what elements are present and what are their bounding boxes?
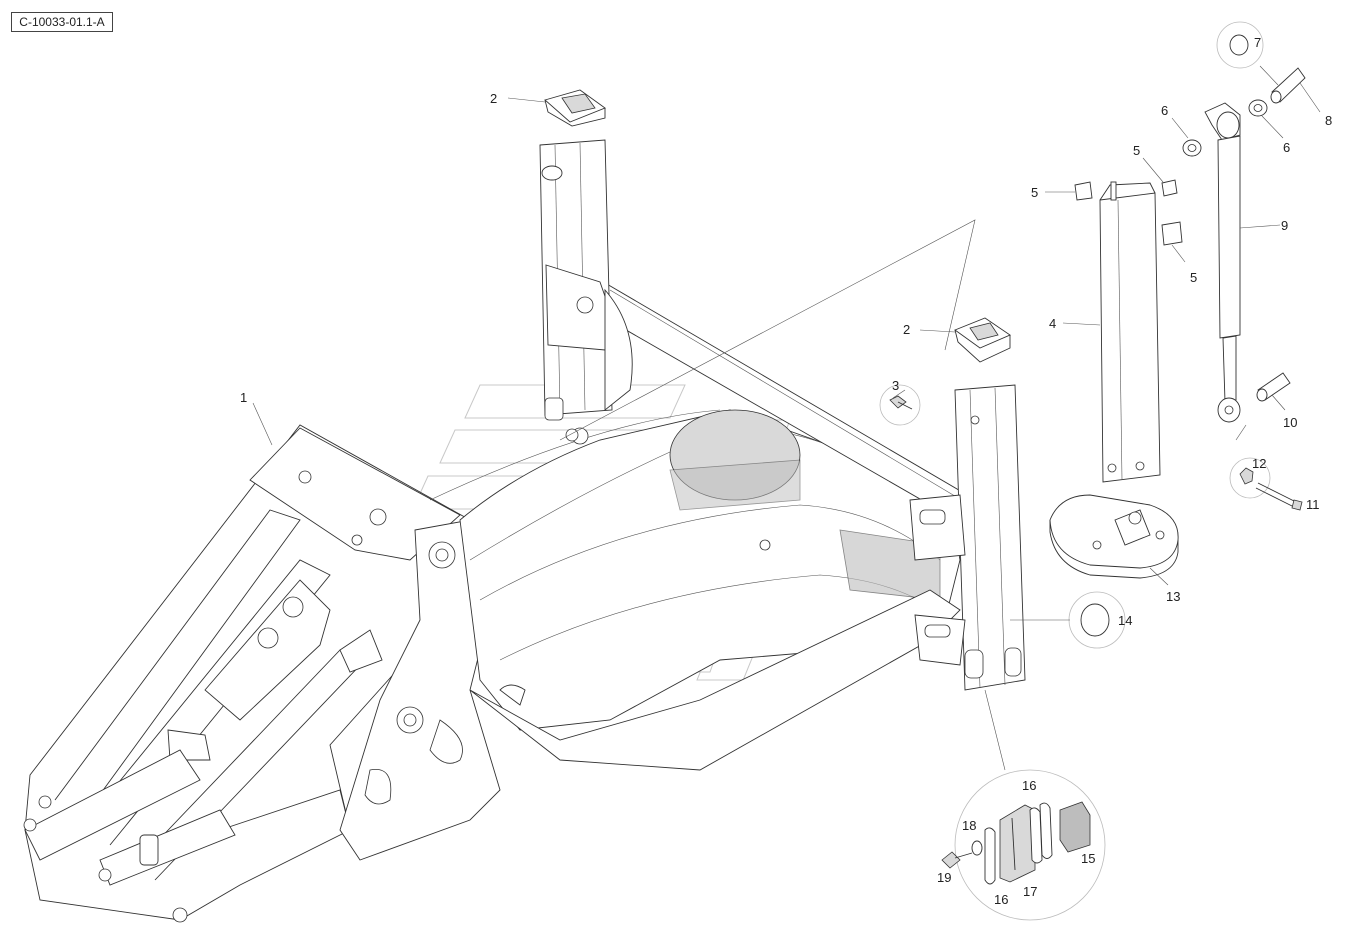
callout-6-b: 6 [1283, 140, 1290, 155]
base-plate-13 [1049, 494, 1179, 579]
callout-9: 9 [1281, 218, 1288, 233]
callout-14: 14 [1118, 613, 1132, 628]
callout-5-b: 5 [1133, 143, 1140, 158]
callout-13: 13 [1166, 589, 1180, 604]
callout-18: 18 [962, 818, 976, 833]
callout-10: 10 [1283, 415, 1297, 430]
callout-15: 15 [1081, 851, 1095, 866]
callout-16-top: 16 [1022, 778, 1036, 793]
leader-lines [252, 65, 1321, 771]
callout-19: 19 [937, 870, 951, 885]
callout-1: 1 [240, 390, 247, 405]
detail-view [941, 769, 1106, 921]
gas-strut-9 [1204, 102, 1241, 423]
callout-7: 7 [1254, 35, 1261, 50]
callout-5-c: 5 [1190, 270, 1197, 285]
callout-5-a: 5 [1031, 185, 1038, 200]
left-post [539, 139, 976, 442]
callout-16-bottom: 16 [994, 892, 1008, 907]
callout-2-left: 2 [490, 91, 497, 106]
callout-11: 11 [1306, 497, 1320, 512]
bolt-nut-11-12 [1229, 457, 1303, 511]
callout-4: 4 [1049, 316, 1056, 331]
callout-17: 17 [1023, 884, 1037, 899]
main-frame [23, 279, 1011, 923]
callout-3: 3 [892, 378, 899, 393]
cap-left [544, 89, 606, 127]
cap-right [954, 317, 1011, 363]
right-post [909, 384, 1026, 691]
bolt-3 [879, 384, 921, 426]
pads-5 [1074, 179, 1183, 246]
column-4 [1099, 181, 1161, 483]
disk-14 [1068, 591, 1126, 649]
drawing-reference-code: C-10033-01.1-A [11, 12, 113, 32]
callout-12: 12 [1252, 456, 1266, 471]
bushings-pins [1182, 21, 1306, 157]
callout-labels: 1 2 2 3 4 5 5 5 6 6 7 8 9 10 11 12 13 14… [240, 35, 1332, 907]
callout-8: 8 [1325, 113, 1332, 128]
callout-2-right: 2 [903, 322, 910, 337]
callout-6-a: 6 [1161, 103, 1168, 118]
pin-10 [1256, 372, 1291, 402]
